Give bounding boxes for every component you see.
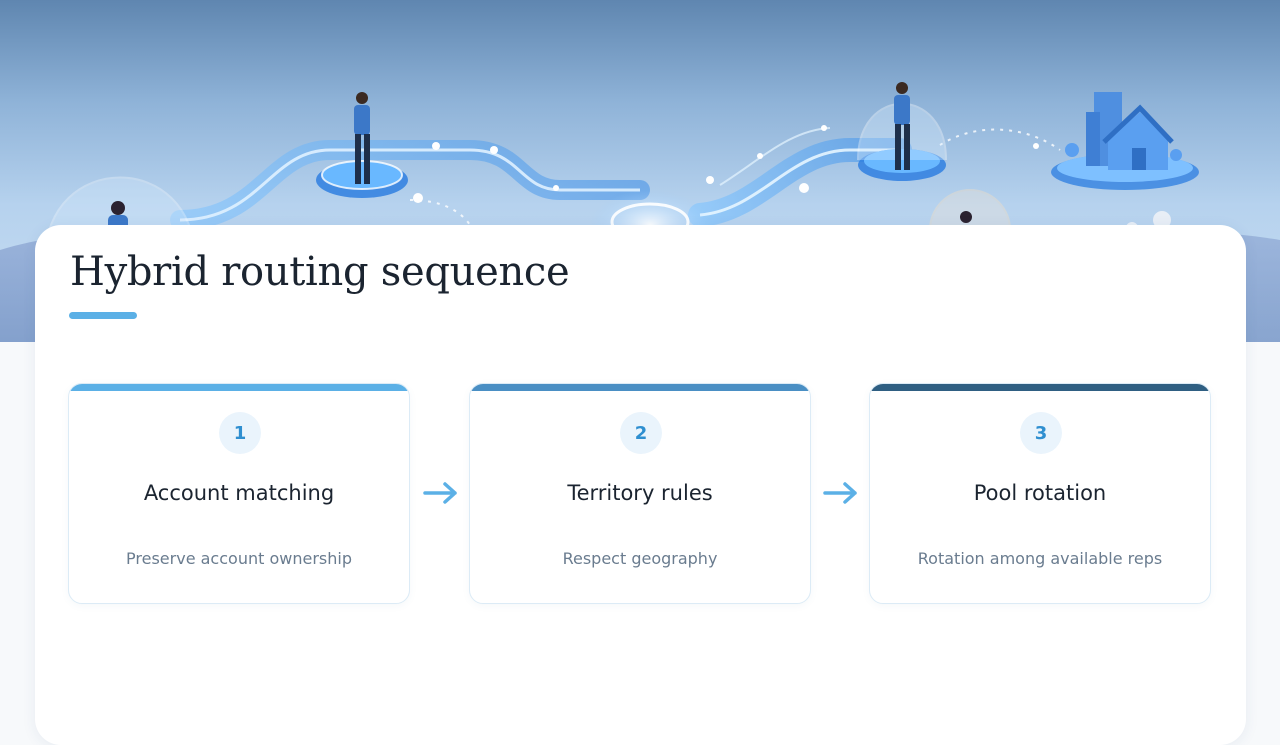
step-card-account-matching: 1 Account matching Preserve account owne… xyxy=(68,383,410,604)
step-title: Account matching xyxy=(143,481,335,505)
step-description: Respect geography xyxy=(562,549,718,568)
title-underline xyxy=(69,312,137,319)
arrow-right-icon xyxy=(423,482,457,504)
step-card-pool-rotation: 3 Pool rotation Rotation among available… xyxy=(869,383,1211,604)
step-number-badge: 1 xyxy=(219,412,261,454)
step-description: Rotation among available reps xyxy=(917,549,1163,568)
page-title: Hybrid routing sequence xyxy=(70,249,570,295)
content-card: Hybrid routing sequence 1 Account matchi… xyxy=(35,225,1246,745)
step-top-bar xyxy=(69,384,409,391)
step-title: Territory rules xyxy=(567,481,713,505)
step-card-territory-rules: 2 Territory rules Respect geography xyxy=(469,383,811,604)
step-top-bar xyxy=(470,384,810,391)
step-number-badge: 2 xyxy=(620,412,662,454)
step-top-bar xyxy=(870,384,1210,391)
step-description: Preserve account ownership xyxy=(126,549,352,568)
step-title: Pool rotation xyxy=(973,481,1107,505)
arrow-right-icon xyxy=(823,482,857,504)
step-number-badge: 3 xyxy=(1020,412,1062,454)
